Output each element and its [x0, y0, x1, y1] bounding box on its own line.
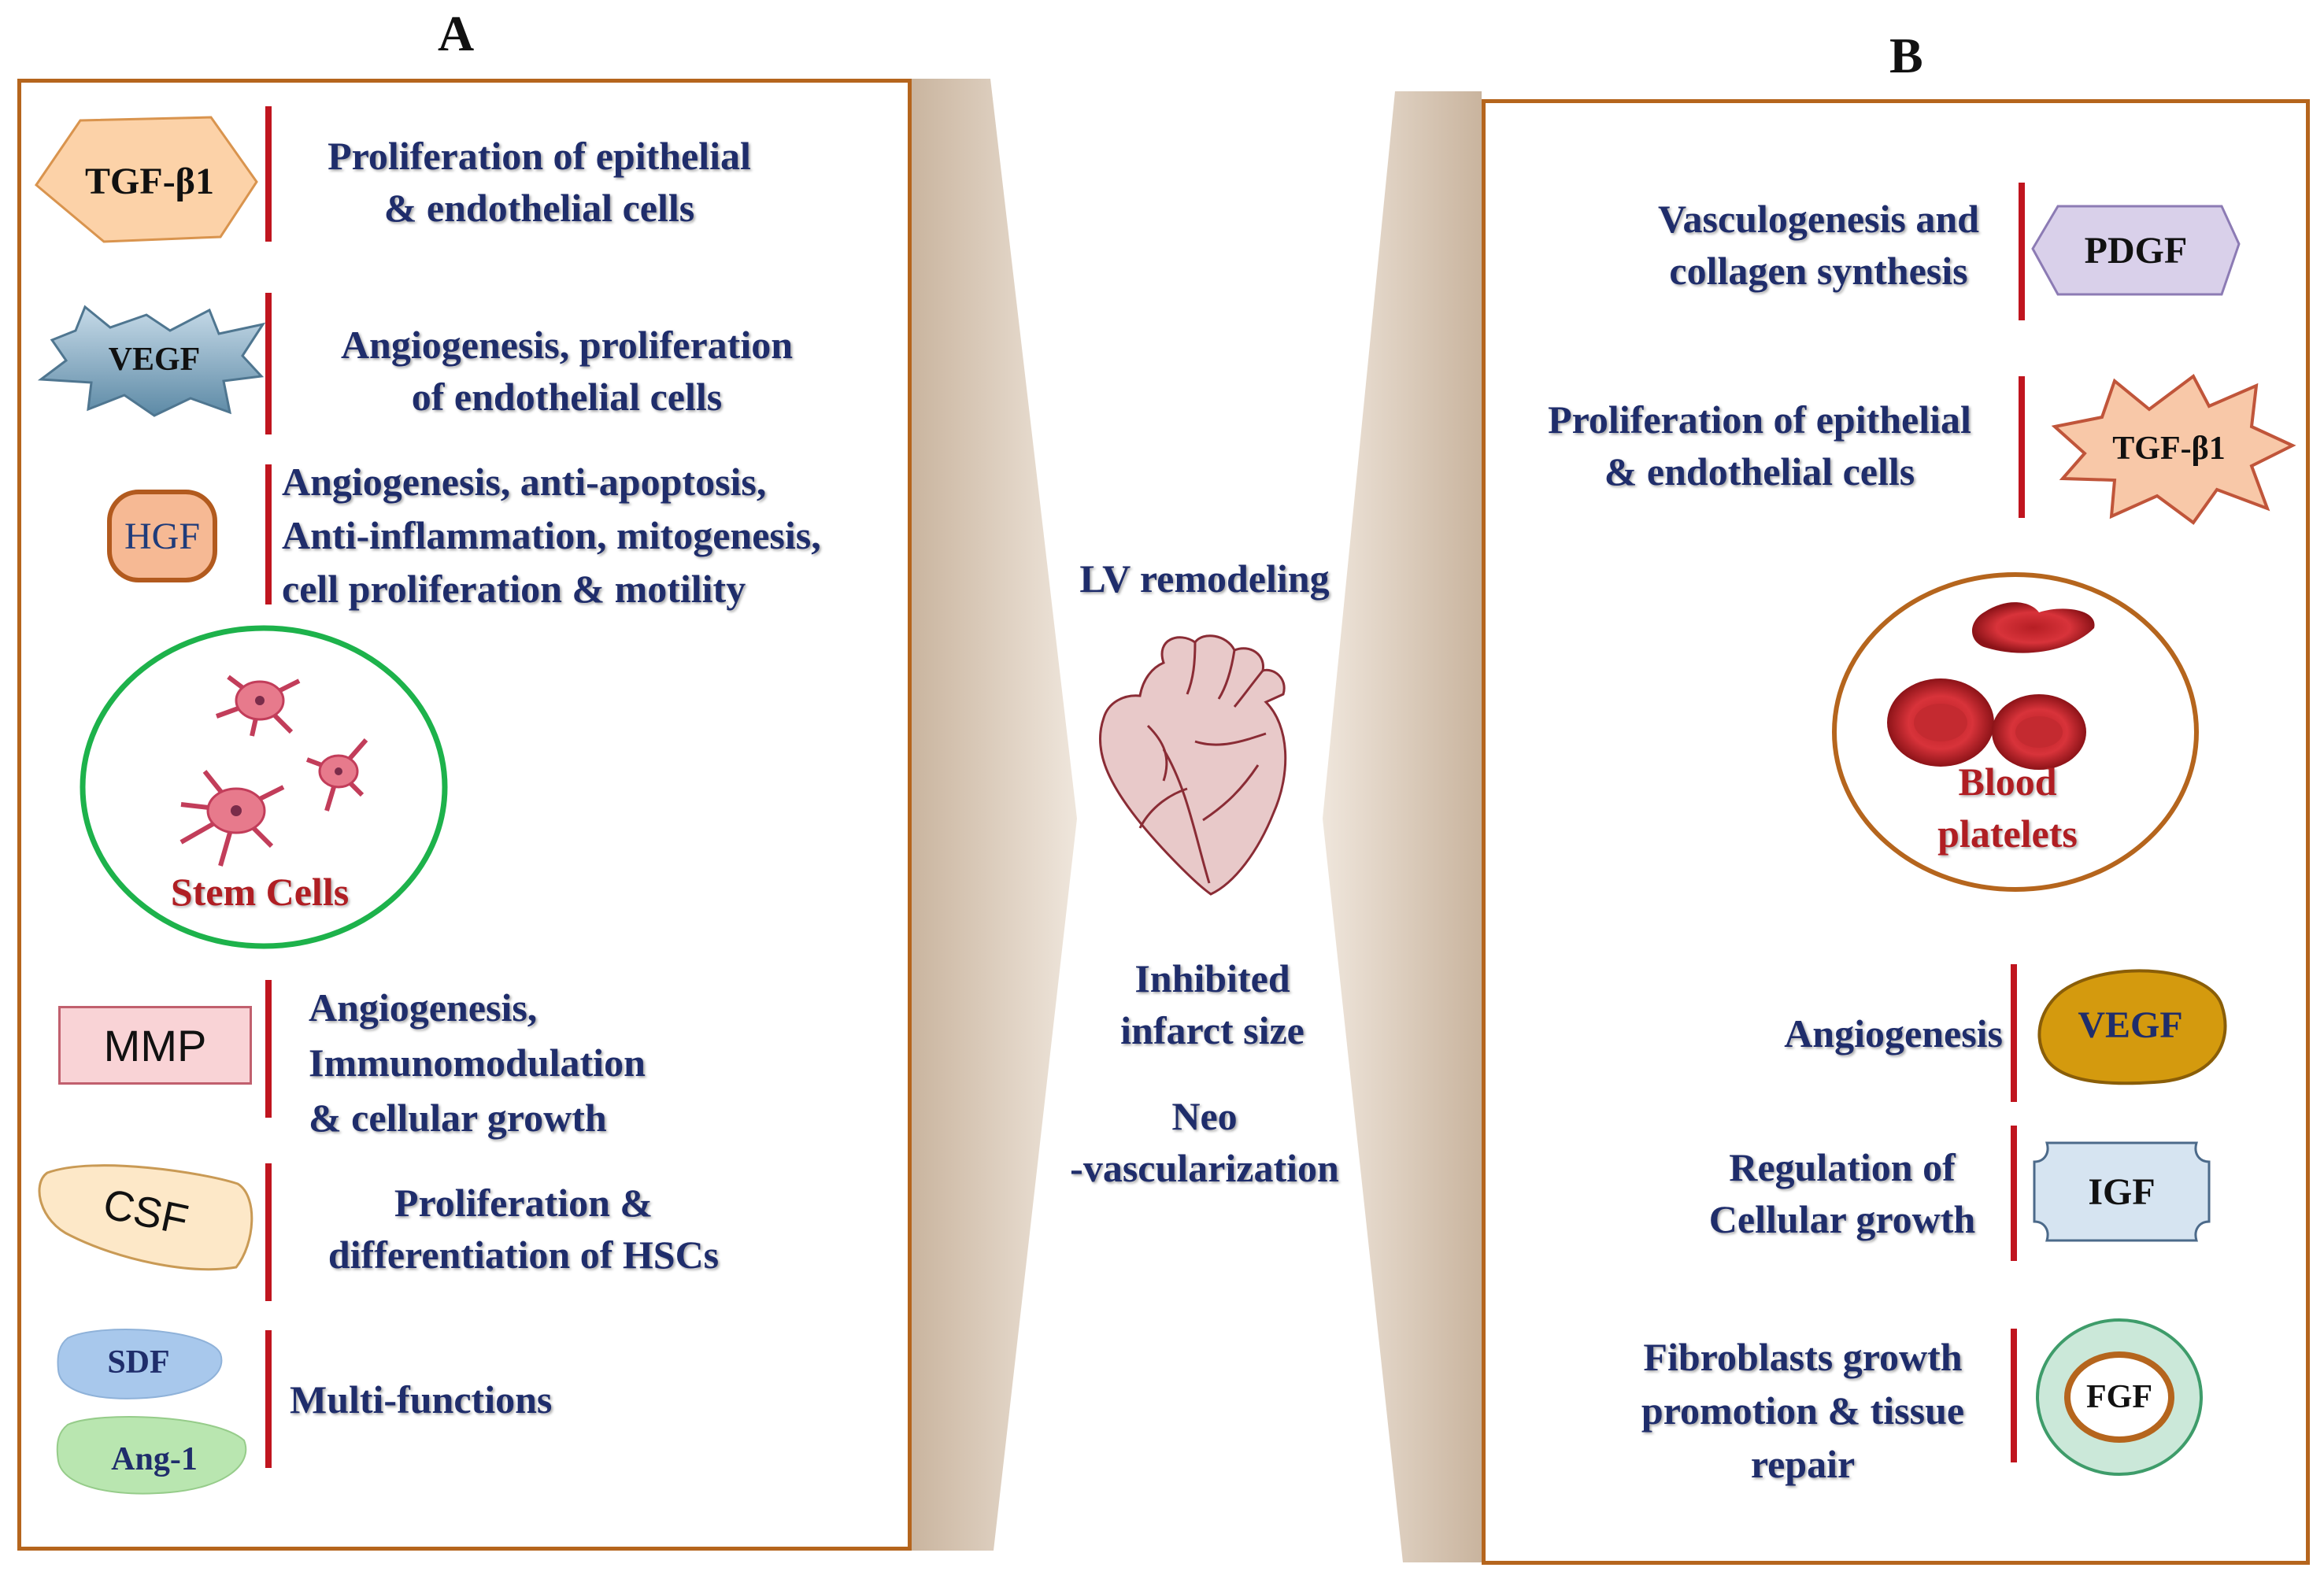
stem-cells-illustration: [80, 625, 448, 949]
vegf-badge: VEGF: [108, 342, 201, 378]
hgf-function: Angiogenesis, anti-apoptosis,Anti-inflam…: [282, 460, 821, 611]
divider-bar: [265, 1330, 272, 1468]
divider-bar: [2011, 964, 2017, 1102]
vegf-b-badge-shape: [2037, 969, 2227, 1085]
tgf-b1-badge-shape: [34, 116, 258, 243]
blood-platelets-illustration: [1832, 572, 2199, 892]
fgf-badge-shape: [2036, 1318, 2203, 1476]
heart-illustration: [1099, 634, 1287, 896]
tgf-b1-b-badge-shape: [2051, 373, 2296, 525]
sdf-ang1-function: Multi-functions: [290, 1377, 553, 1422]
divider-bar: [2019, 376, 2025, 518]
tgf-b1-b-badge: TGF-β1: [2112, 431, 2226, 467]
pdgf-badge-shape: [2031, 205, 2241, 296]
pdgf-badge: PDGF: [2084, 229, 2188, 272]
stem-cells-label: Stem Cells: [170, 870, 350, 914]
sdf-ang1-badge-shapes: [56, 1329, 247, 1495]
sdf-badge: SDF: [107, 1344, 170, 1381]
hgf-badge: HGF: [107, 490, 217, 582]
divider-bar: [265, 980, 272, 1118]
csf-function: Proliferation &differentiation of HSCs: [328, 1181, 720, 1277]
mmp-function: Angiogenesis,Immunomodulation& cellular …: [309, 985, 646, 1140]
vegf-b-function: Angiogenesis: [1784, 1011, 2003, 1056]
tgf-b1-function: Proliferation of epithelial& endothelial…: [328, 134, 751, 230]
divider-bar: [2019, 183, 2025, 320]
divider-bar: [2011, 1329, 2017, 1462]
divider-bar: [265, 1163, 272, 1301]
tgf-b1-b-function: Proliferation of epithelial& endothelial…: [1548, 397, 1971, 494]
fgf-badge: FGF: [2086, 1379, 2152, 1415]
panel-b-letter: B: [1889, 28, 1923, 83]
divider-bar: [265, 464, 272, 604]
igf-badge-shape: [2033, 1141, 2211, 1242]
vegf-badge-shape: [37, 305, 266, 417]
mmp-badge: MMP: [58, 1006, 252, 1085]
divider-bar: [265, 106, 272, 242]
lv-remodeling-label: LV remodeling: [1079, 556, 1330, 601]
neovascularization-label: Neo-vascularization: [1070, 1094, 1339, 1190]
vegf-b-badge: VEGF: [2078, 1004, 2183, 1046]
panel-a-letter: A: [438, 6, 475, 61]
divider-bar: [265, 293, 272, 434]
ang1-badge: Ang-1: [111, 1441, 198, 1477]
igf-badge: IGF: [2088, 1170, 2156, 1213]
tgf-b1-badge: TGF-β1: [85, 160, 214, 202]
csf-badge-shape: [38, 1164, 253, 1271]
divider-bar: [2011, 1126, 2017, 1261]
